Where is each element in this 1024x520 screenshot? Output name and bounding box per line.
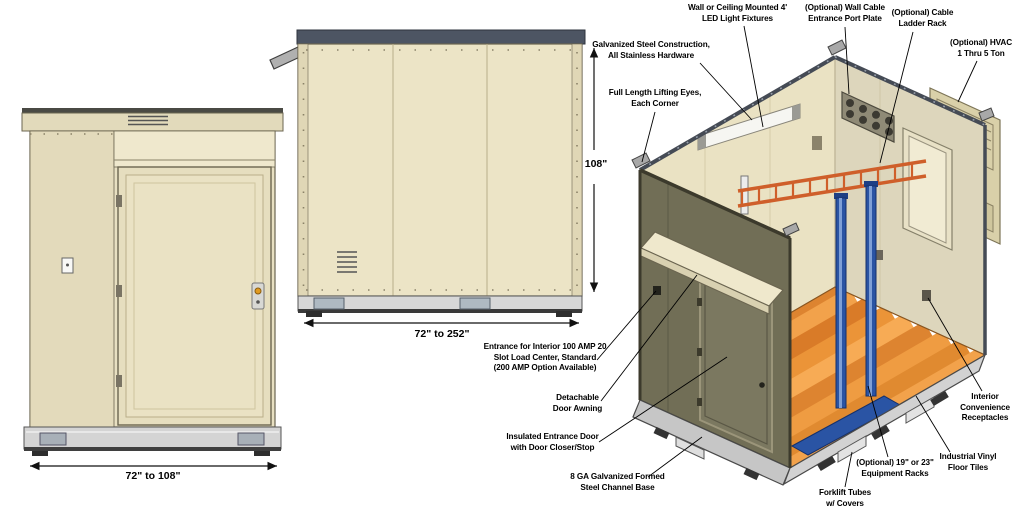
front-foot-right <box>254 451 270 456</box>
door-hinges <box>697 298 702 406</box>
forklift-cover-1 <box>837 435 867 463</box>
door-handle <box>759 382 765 388</box>
front-base-edge <box>24 447 281 451</box>
side-foot-left <box>306 311 322 317</box>
callout-base: 8 GA Galvanized Formed Steel Channel Bas… <box>570 472 665 492</box>
callout-floor-tiles: Industrial Vinyl Floor Tiles <box>939 452 997 472</box>
cable-ladder-rack <box>737 159 927 215</box>
front-forklift-cover-left <box>39 432 67 446</box>
callout-door: Insulated Entrance Door with Door Closer… <box>506 432 599 452</box>
led-light-fixture <box>697 103 801 151</box>
front-left-panel <box>29 130 115 428</box>
callout-led-lights: Wall or Ceiling Mounted 4' LED Light Fix… <box>687 3 788 23</box>
forklift-cover-2 <box>905 396 935 424</box>
side-left-post <box>297 43 309 297</box>
channel-base <box>632 353 987 486</box>
callout-port-plate: (Optional) Wall Cable Entrance Port Plat… <box>805 3 885 23</box>
base-feet <box>653 390 949 481</box>
front-roof-cap <box>22 108 283 113</box>
callout-receptacles: Interior Convenience Receptacles <box>960 392 1010 423</box>
front-latch-plate <box>251 282 265 310</box>
leader-lines <box>596 25 983 488</box>
forklift-cover-front <box>675 436 705 460</box>
side-view <box>269 29 599 328</box>
side-top-rail <box>296 29 586 45</box>
side-body <box>297 43 583 297</box>
right-wall-panel <box>902 127 953 251</box>
callout-hvac: (Optional) HVAC 1 Thru 5 Ton <box>949 38 1013 58</box>
side-foot-right <box>556 311 572 317</box>
frame-rails <box>638 55 987 468</box>
side-forklift-cover-2 <box>459 297 491 310</box>
callout-awning: Detachable Door Awning <box>552 393 603 413</box>
callout-steel-construction: Galvanized Steel Construction, All Stain… <box>592 40 710 60</box>
side-height-dimension: 108" <box>584 158 608 170</box>
front-latch-keyhole <box>256 300 260 304</box>
wall-junction-box <box>812 136 822 150</box>
front-latch-knob <box>254 287 262 295</box>
side-vent-grille <box>337 251 357 273</box>
callout-ladder-rack: (Optional) Cable Ladder Rack <box>891 8 954 28</box>
side-base-edge <box>298 309 582 313</box>
load-center-entrance <box>653 286 661 295</box>
side-lifting-eye <box>269 46 303 70</box>
front-door-header <box>113 130 276 168</box>
wall-receptacle-2 <box>875 250 883 260</box>
front-roof-fascia <box>21 112 284 132</box>
side-width-dimension: 72" to 252" <box>414 328 470 340</box>
side-forklift-cover-1 <box>313 297 345 310</box>
convenience-receptacle <box>922 290 931 301</box>
front-door-hinges <box>116 195 122 387</box>
front-door <box>125 174 264 418</box>
front-wall-device-dot <box>66 263 69 267</box>
front-width-dimension: 72" to 108" <box>125 470 181 482</box>
front-forklift-cover-right <box>237 432 265 446</box>
callout-load-center: Entrance for Interior 100 AMP 20 Slot Lo… <box>483 342 607 373</box>
callout-forklift: Forklift Tubes w/ Covers <box>818 488 872 508</box>
front-roof-vent <box>128 115 168 126</box>
iso-view <box>596 25 1001 488</box>
front-foot-left <box>32 451 48 456</box>
lifting-eyes <box>631 39 995 237</box>
callout-racks: (Optional) 19" or 23" Equipment Racks <box>856 458 934 478</box>
callout-lifting-eyes: Full Length Lifting Eyes, Each Corner <box>608 88 702 108</box>
front-view <box>21 108 284 471</box>
